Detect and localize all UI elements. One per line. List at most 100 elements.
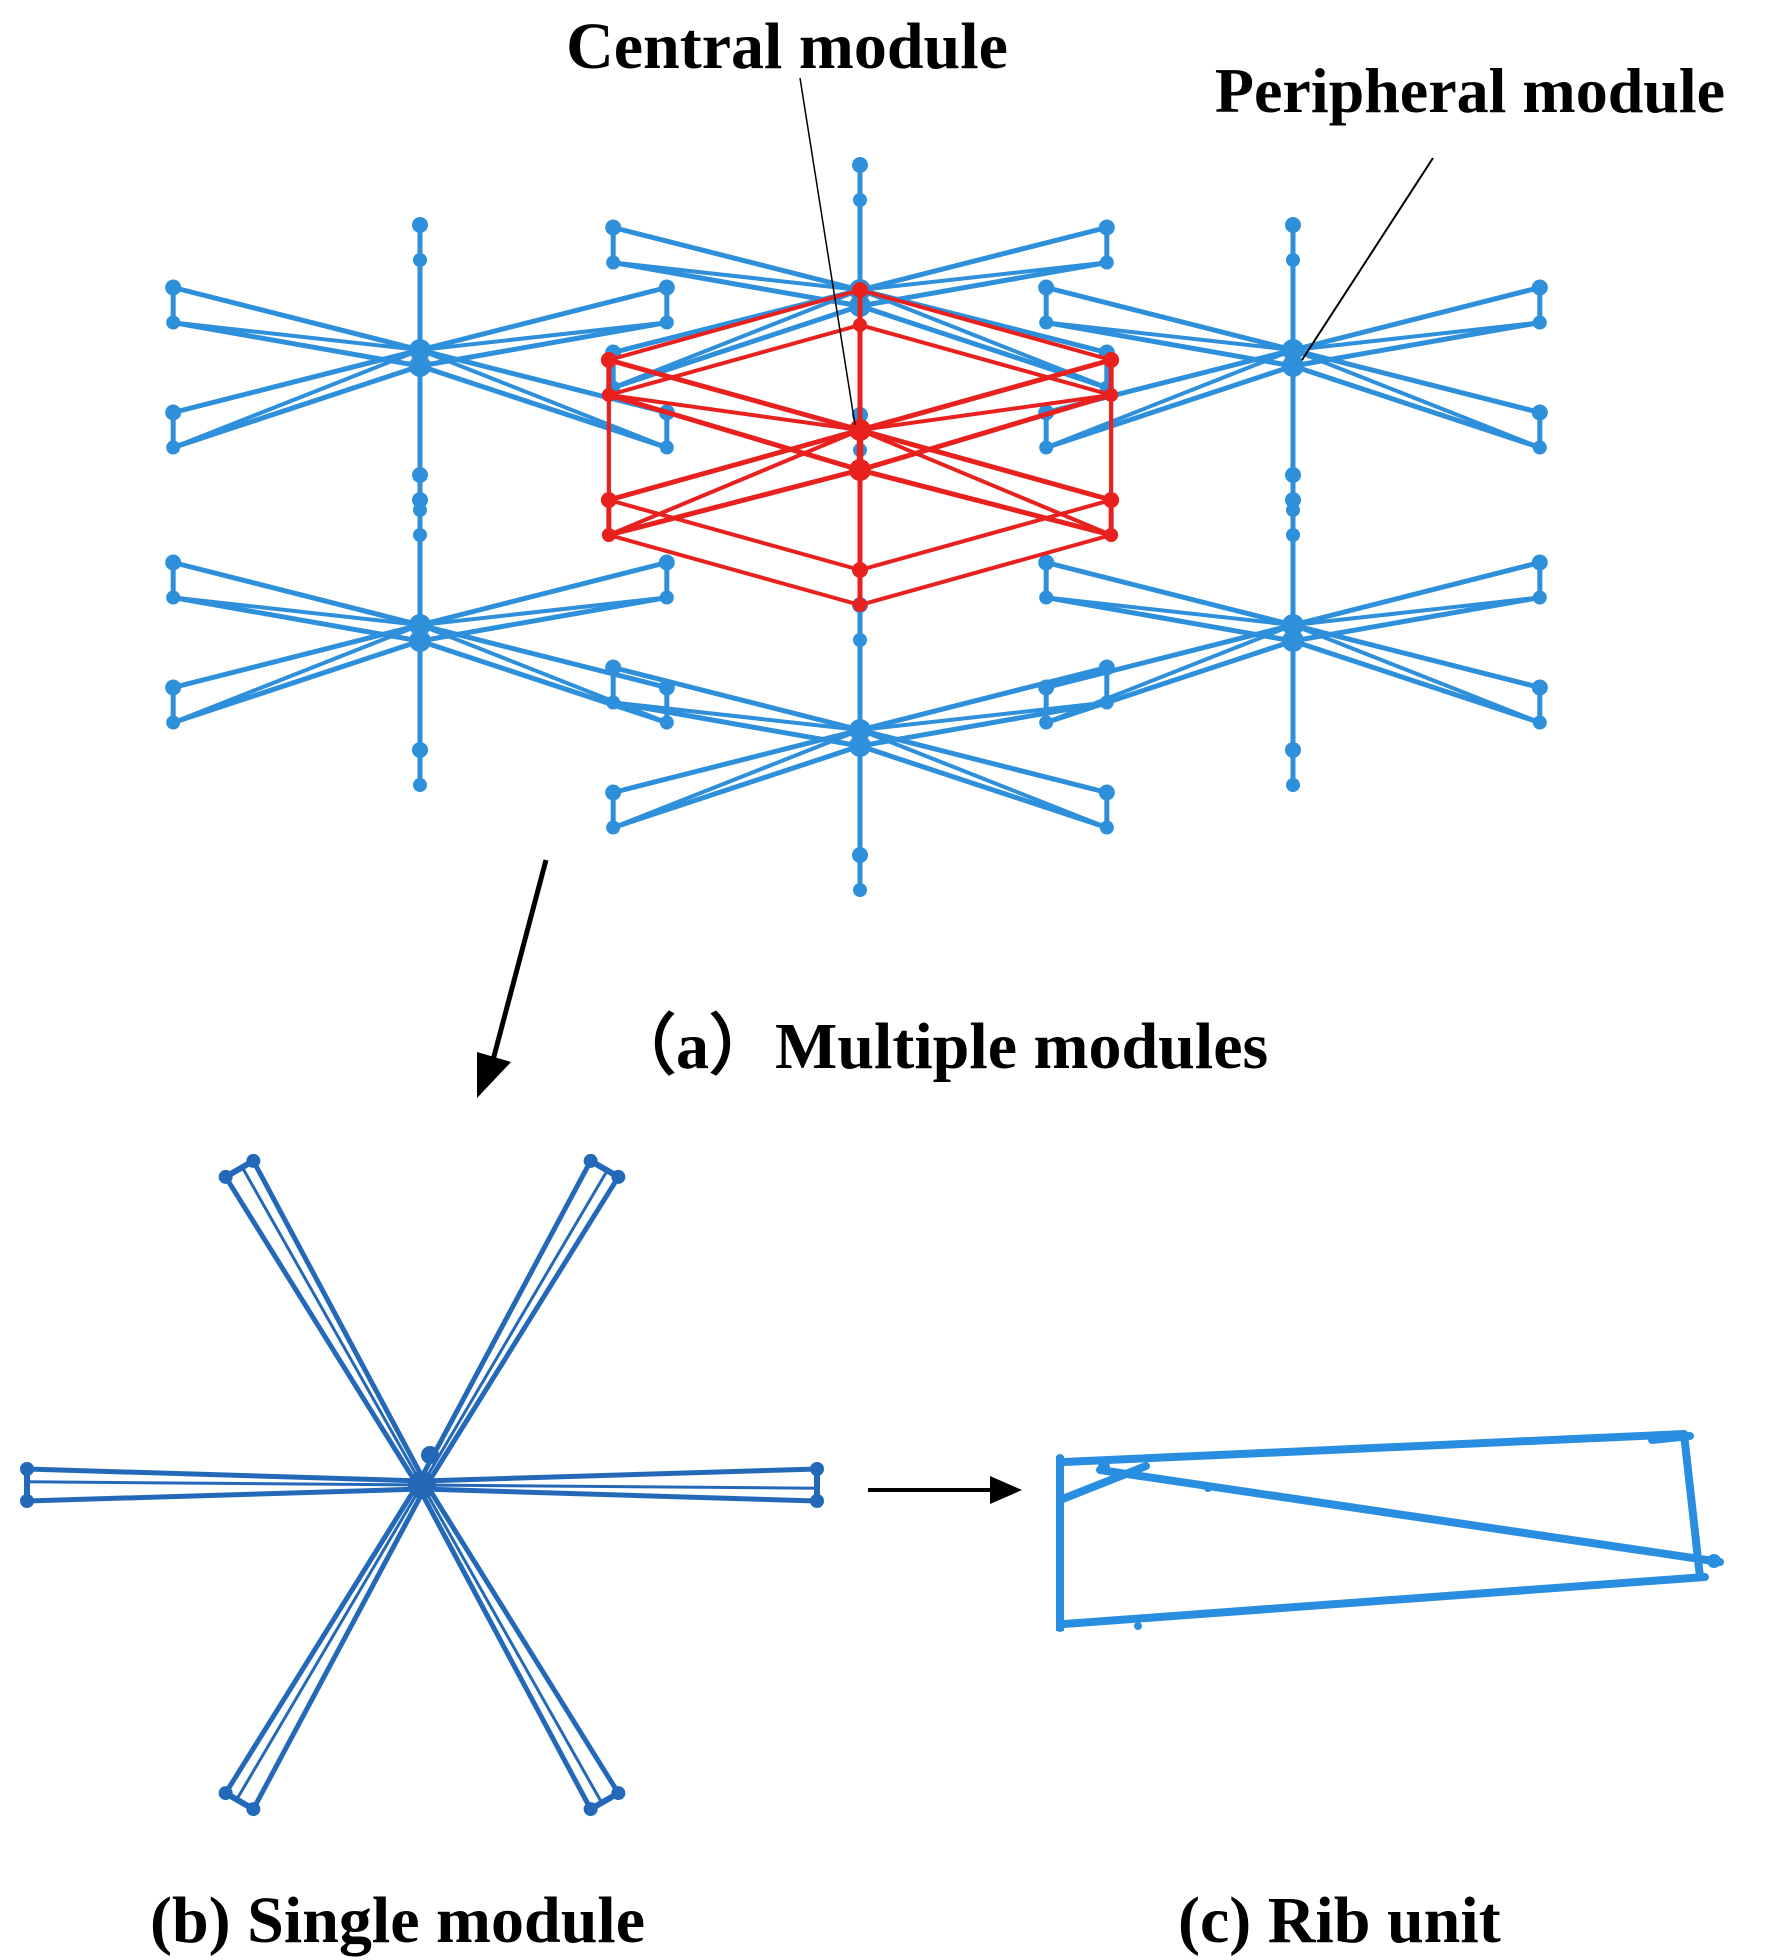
peripheral-module-5-lower-rib <box>170 638 423 725</box>
peripheral-module-5-tip-joint <box>165 554 182 571</box>
peripheral-module-4-tip-joint <box>853 633 867 647</box>
peripheral-module-6-tip-joint <box>659 315 674 330</box>
peripheral-module-6-lower-rib <box>170 320 423 369</box>
peripheral-module-4-lower-rib <box>857 700 1110 749</box>
peripheral-module-label: Peripheral module <box>1215 55 1725 126</box>
peripheral-module-4-tip-joint <box>1099 695 1114 710</box>
central-module-lower-rib <box>606 467 863 538</box>
central-module-lower-rib <box>606 392 863 473</box>
peripheral-module-3-tip-joint <box>1039 590 1054 605</box>
peripheral-module-5-lower-rib <box>170 595 423 644</box>
peripheral-module-4-upper-rib <box>610 665 863 733</box>
peripheral-module-3-hub-joint <box>1282 630 1304 652</box>
peripheral-module-leader-line <box>1301 157 1434 361</box>
single-module-tip-joint <box>218 1786 233 1801</box>
peripheral-module-3-diagonal <box>1291 595 1542 627</box>
single-module-tip-joint <box>583 1802 598 1817</box>
central-module-rim <box>606 288 862 362</box>
central-module-upper-rib <box>606 427 863 503</box>
central-module-diagonal <box>858 428 1114 537</box>
peripheral-module-2-tip-joint <box>1532 440 1547 455</box>
single-module-tip-joint <box>810 1494 824 1508</box>
peripheral-module-5-lower-rib <box>417 595 670 644</box>
peripheral-module-6-tip-joint <box>412 467 428 483</box>
peripheral-module-6-tip-joint <box>659 440 674 455</box>
central-module-hub-joint <box>849 459 871 481</box>
central-module-upper-rib <box>606 357 863 433</box>
peripheral-module-4-tip-joint <box>1098 784 1115 801</box>
peripheral-module-2-diagonal <box>1291 320 1542 352</box>
multiple-modules-assembly <box>165 157 1548 897</box>
peripheral-module-4-diagonal <box>611 700 862 732</box>
peripheral-module-2-tip-joint <box>1286 253 1300 267</box>
central-module-rim <box>606 498 862 572</box>
single-module-rib-diagonal <box>420 1169 609 1486</box>
peripheral-module-1-diagonal <box>611 260 862 292</box>
peripheral-module-6-tip-joint <box>413 253 427 267</box>
peripheral-module-1-upper-rib <box>857 225 1110 293</box>
single-module-rib-upper <box>26 1466 423 1484</box>
peripheral-module-5-diagonal <box>418 595 669 627</box>
peripheral-module-2-upper-rib <box>1043 285 1296 353</box>
caption-a: （a）Multiple modules <box>610 1009 1268 1083</box>
peripheral-module-6-tip-joint <box>165 404 182 421</box>
single-module-rib-diagonal <box>26 1480 423 1487</box>
peripheral-module-6-upper-rib <box>417 285 670 353</box>
peripheral-module-2-diagonal <box>1291 348 1542 450</box>
peripheral-module-3-tip-joint <box>1286 778 1300 792</box>
central-module-lower-rib <box>857 467 1114 538</box>
peripheral-module-4-lower-rib <box>610 700 863 749</box>
peripheral-module-3-tip-joint <box>1531 679 1548 696</box>
central-module-rim <box>858 288 1114 362</box>
peripheral-module-3-tip-joint <box>1285 742 1301 758</box>
peripheral-module-5-tip-joint <box>412 742 428 758</box>
peripheral-module-4-lower-rib <box>610 743 863 830</box>
peripheral-module-2-tip-joint <box>1038 279 1055 296</box>
peripheral-module-6-diagonal <box>418 320 669 352</box>
peripheral-module-4-tip-joint <box>605 784 622 801</box>
single-module-tip-joint <box>810 1462 824 1476</box>
peripheral-modules <box>165 157 1548 897</box>
single-module-rib-upper <box>423 1175 621 1489</box>
peripheral-module-5-diagonal <box>171 623 422 725</box>
single-module-tip-joint <box>246 1153 261 1168</box>
central-module-diagonal <box>606 393 862 432</box>
peripheral-module-4-lower-rib <box>857 743 1110 830</box>
central-module-upper-rib <box>857 357 1114 433</box>
peripheral-module-1-tip-joint <box>605 219 622 236</box>
peripheral-module-6-hub-joint <box>409 339 431 361</box>
peripheral-module-5-tip-joint <box>658 679 675 696</box>
peripheral-module-6-tip-joint <box>413 503 427 517</box>
peripheral-module-1-diagonal <box>858 260 1109 292</box>
single-module-tip-joint <box>583 1153 598 1168</box>
peripheral-module-4-tip-joint <box>852 847 868 863</box>
single-module-rib-diagonal <box>240 1166 424 1486</box>
single-module-rib-lower <box>421 1466 818 1484</box>
single-module-tip-joint <box>246 1802 261 1817</box>
peripheral-module-5-hub-joint <box>409 614 431 636</box>
peripheral-module-4-tip-joint <box>1099 820 1114 835</box>
peripheral-module-3-tip-joint <box>1532 590 1547 605</box>
central-module-upper-rib <box>857 427 1114 503</box>
peripheral-module-2-lower-rib <box>1043 320 1296 369</box>
rib-unit <box>1056 1430 1724 1632</box>
single-module-rib-upper <box>251 1159 428 1485</box>
single-module-rib-upper <box>421 1486 818 1504</box>
peripheral-module-3-diagonal <box>1291 623 1542 725</box>
single-module-rib-lower <box>251 1485 428 1811</box>
central-module-lower-rib <box>857 392 1114 473</box>
single-module-tip-joint <box>218 1169 233 1184</box>
peripheral-module-2-tip-joint <box>1285 217 1301 233</box>
central-module-rim <box>606 323 862 397</box>
peripheral-module-3-lower-rib <box>1290 595 1543 644</box>
peripheral-module-3-lower-rib <box>1043 638 1296 725</box>
peripheral-module-2-hub-joint <box>1282 355 1304 377</box>
peripheral-module-6-tip-joint <box>412 217 428 233</box>
single-module-tip-joint <box>20 1494 34 1508</box>
peripheral-module-6-tip-joint <box>166 315 181 330</box>
central-module-rim <box>858 498 1114 572</box>
peripheral-module-2-tip-joint <box>1531 404 1548 421</box>
central-module-rim <box>858 323 1114 397</box>
single-module-hub <box>408 1471 436 1499</box>
